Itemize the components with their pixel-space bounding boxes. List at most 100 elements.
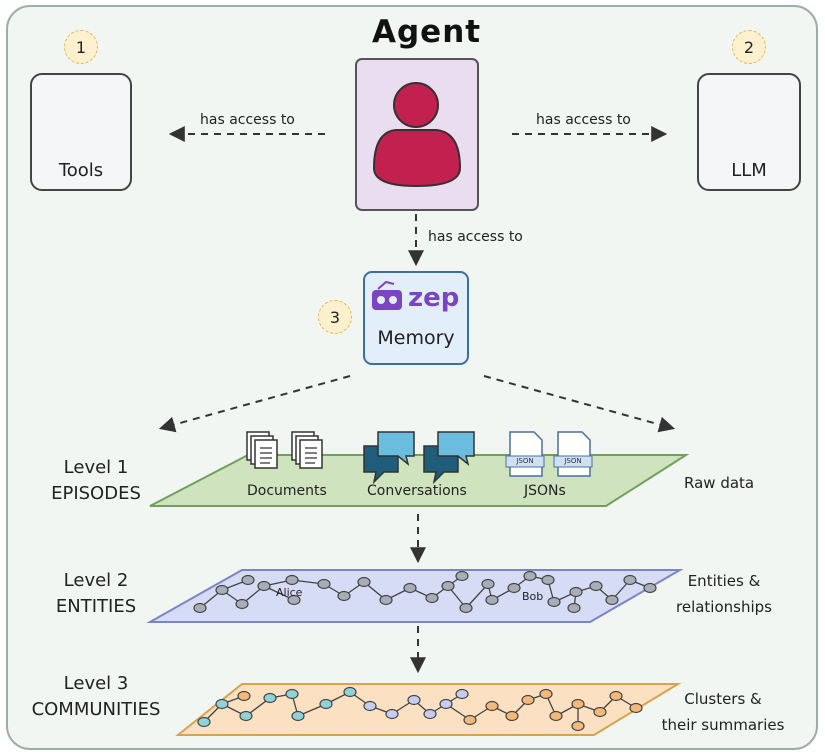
graph-node	[319, 698, 333, 710]
memory-badge: 3	[318, 300, 352, 334]
graph-node	[485, 700, 499, 712]
json-icon	[505, 431, 593, 477]
level3-line1: Level 3	[63, 673, 129, 694]
graph-node	[609, 690, 623, 702]
graph-node	[291, 710, 305, 722]
graph-node	[569, 586, 583, 598]
graph-node	[571, 720, 585, 732]
level2-line2: ENTITIES	[55, 596, 137, 617]
documents-icon	[246, 431, 323, 469]
graph-node	[403, 582, 417, 594]
graph-node	[235, 598, 249, 610]
graph-node	[257, 580, 271, 592]
graph-node	[463, 714, 477, 726]
graph-node	[571, 698, 585, 710]
graph-node	[455, 688, 469, 700]
graph-node	[455, 570, 469, 582]
graph-node	[263, 692, 277, 704]
graph-node	[623, 574, 637, 586]
bob-node-label: Bob	[522, 590, 544, 603]
graph-node	[605, 594, 619, 606]
tools-label: Tools	[58, 160, 104, 181]
graph-node	[363, 700, 377, 712]
graph-node	[215, 698, 229, 710]
level2-side-label: Entities & relationships	[674, 568, 774, 620]
level2-line1: Level 2	[63, 570, 129, 591]
llm-box[interactable]	[697, 73, 801, 191]
graph-node	[507, 582, 521, 594]
graph-node	[505, 710, 519, 722]
arrow-memory-right	[483, 375, 676, 433]
graph-node	[237, 690, 251, 702]
graph-node	[197, 716, 211, 728]
graph-node	[215, 584, 229, 596]
graph-node	[539, 688, 553, 700]
graph-node	[547, 596, 561, 608]
graph-node	[643, 582, 657, 594]
graph-node	[485, 594, 499, 606]
graph-node	[285, 574, 299, 586]
graph-node	[541, 574, 555, 586]
agent-title: Agent	[372, 14, 482, 50]
person-icon	[372, 82, 462, 188]
alice-node-label: Alice	[276, 586, 303, 599]
memory-edge-label: has access to	[428, 229, 523, 245]
level3-side2: their summaries	[661, 716, 785, 734]
level3-side-label: Clusters & their summaries	[660, 686, 786, 738]
tools-edge-label: has access to	[200, 112, 295, 128]
level2-side2: relationships	[676, 598, 772, 616]
level3-title: Level 3 COMMUNITIES	[14, 671, 178, 723]
tools-box[interactable]	[30, 73, 132, 191]
graph-node	[423, 708, 437, 720]
graph-node	[385, 708, 399, 720]
level3-line2: COMMUNITIES	[31, 699, 161, 720]
graph-node	[629, 702, 643, 714]
llm-badge: 2	[732, 30, 766, 64]
graph-node	[343, 686, 357, 698]
graph-node	[337, 590, 351, 602]
graph-node	[549, 710, 563, 722]
memory-label: Memory	[377, 327, 455, 349]
entity-graph	[193, 570, 657, 614]
graph-node	[459, 602, 473, 614]
graph-node	[441, 580, 455, 592]
llm-label: LLM	[731, 160, 767, 181]
zep-logo-text: zep	[408, 283, 460, 313]
graph-node	[593, 706, 607, 718]
zep-robot-icon	[372, 280, 402, 310]
tools-badge: 1	[64, 30, 98, 64]
graph-node	[439, 698, 453, 710]
graph-node	[239, 710, 253, 722]
json-tag-1: JSON	[516, 457, 534, 465]
graph-node	[285, 688, 299, 700]
graph-node	[521, 694, 535, 706]
level3-side1: Clusters &	[684, 690, 762, 708]
graph-node	[317, 578, 331, 590]
conversations-icon	[363, 431, 475, 485]
graph-node	[287, 594, 301, 606]
level2-title: Level 2 ENTITIES	[40, 568, 152, 620]
level1-line1: Level 1	[63, 457, 129, 478]
graph-node	[589, 580, 603, 592]
documents-label: Documents	[247, 483, 327, 499]
json-tag-2: JSON	[564, 457, 582, 465]
conversations-label: Conversations	[367, 483, 467, 499]
graph-node	[379, 594, 393, 606]
level1-side-label: Raw data	[684, 474, 755, 492]
level1-line2: EPISODES	[51, 483, 141, 504]
llm-edge-label: has access to	[536, 112, 631, 128]
community-graph	[197, 686, 643, 732]
graph-node	[407, 694, 421, 706]
jsons-label: JSONs	[524, 483, 566, 499]
graph-node	[425, 592, 439, 604]
arrow-memory-left	[158, 375, 351, 433]
level1-title: Level 1 EPISODES	[40, 455, 152, 507]
graph-node	[523, 570, 537, 582]
graph-node	[357, 576, 371, 588]
level2-side1: Entities &	[687, 572, 761, 590]
graph-node	[241, 574, 255, 586]
graph-node	[193, 602, 207, 614]
graph-node	[481, 578, 495, 590]
graph-node	[567, 602, 581, 614]
